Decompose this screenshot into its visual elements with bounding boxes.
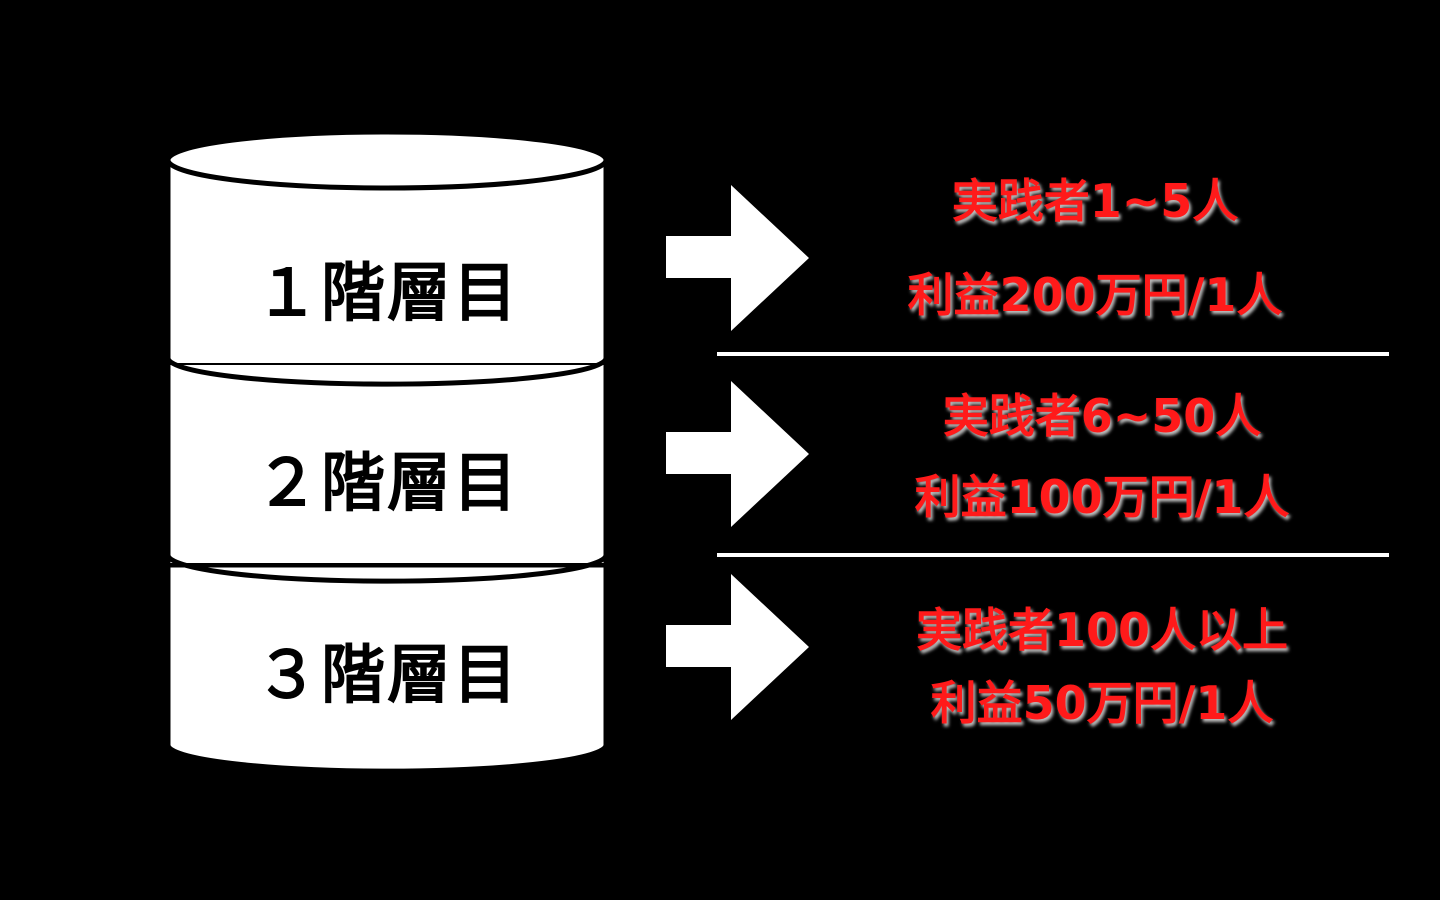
tier-3-profit: 利益50万円/1人 [930, 676, 1274, 730]
tier-2-practitioners: 実践者6~50人 [942, 389, 1262, 443]
tier-3-practitioners: 実践者100人以上 [915, 603, 1289, 657]
tier-label-3: ３階層目 [255, 639, 519, 713]
cylinder-divider-1 [165, 357, 609, 387]
cylinder-segment-2 [168, 365, 606, 563]
tier-2-profit: 利益100万円/1人 [914, 470, 1290, 524]
cylinder-divider-2 [165, 554, 609, 584]
tier-1-practitioners: 実践者1~5人 [951, 174, 1239, 228]
cylinder-segment-1 [168, 160, 606, 363]
right-arrow-icon [666, 381, 809, 527]
cylinder-stack [165, 129, 609, 774]
separator-line [717, 352, 1389, 356]
tier-1-profit: 利益200万円/1人 [907, 268, 1283, 322]
cylinder-top [165, 129, 609, 191]
tier-label-1: １階層目 [255, 257, 519, 331]
arrow-group [666, 185, 809, 720]
right-arrow-icon [666, 185, 809, 331]
separator-line [717, 553, 1389, 557]
cylinder-segment-3 [165, 562, 609, 774]
right-arrow-icon [666, 574, 809, 720]
tier-label-2: ２階層目 [255, 447, 519, 521]
